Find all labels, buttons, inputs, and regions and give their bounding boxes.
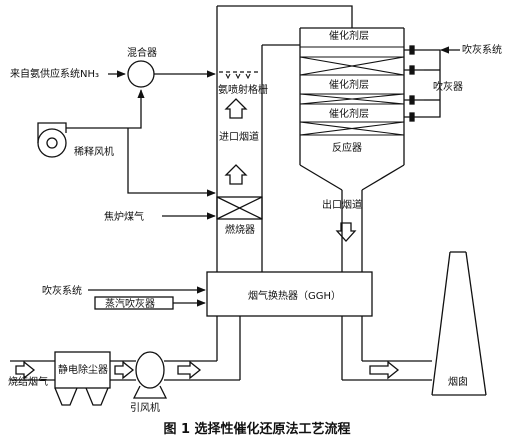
label-induced-fan: 引风机 [130, 401, 160, 414]
label-mixer: 混合器 [127, 46, 157, 59]
mixer [127, 60, 155, 88]
label-sinter-flue-gas: 烧结烟气 [8, 375, 48, 388]
label-catalyst-1: 催化剂层 [329, 29, 369, 42]
burner [216, 196, 263, 220]
fan-to-mixer-line [66, 89, 145, 129]
label-outlet-duct: 出口烟道 [322, 198, 362, 211]
label-chimney: 烟囱 [448, 375, 468, 388]
inlet-flow-arrow-upper [224, 98, 248, 119]
flow-arrow-4 [369, 360, 400, 380]
induced-fan [132, 351, 168, 399]
label-catalyst-3: 催化剂层 [329, 107, 369, 120]
label-burner: 燃烧器 [225, 223, 255, 236]
flow-arrow-1 [15, 360, 36, 380]
label-ammonia-grid: 氨喷射格栅 [218, 83, 268, 96]
coke-gas-branch-line [127, 128, 216, 197]
flow-arrow-2 [114, 360, 135, 380]
fan-to-ggh-duct [164, 316, 241, 381]
label-soot-system-left: 吹灰系统 [42, 284, 82, 297]
label-ggh: 烟气换热器（GGH） [248, 289, 341, 302]
reactor-body [299, 27, 405, 272]
esp [54, 351, 111, 406]
label-soot-blower-right: 吹灰器 [433, 80, 463, 93]
label-esp: 静电除尘器 [58, 363, 108, 376]
label-inlet-duct: 进口烟道 [219, 130, 259, 143]
label-steam-soot-blower: 蒸汽吹灰器 [105, 297, 155, 310]
label-reactor: 反应器 [332, 141, 362, 154]
ggh-to-chimney-duct [341, 316, 432, 381]
esp-to-fan-duct [110, 360, 136, 381]
figure-caption: 图 1 选择性催化还原法工艺流程 [163, 422, 351, 437]
dilution-fan [37, 122, 67, 158]
label-catalyst-2: 催化剂层 [329, 78, 369, 91]
catalyst-layers [299, 46, 405, 136]
ammonia-nozzles [225, 73, 251, 80]
outlet-flow-arrow [335, 222, 357, 242]
flow-arrow-3 [177, 360, 202, 380]
chimney [431, 251, 487, 396]
inlet-flow-arrow-lower [224, 164, 248, 185]
ggh-box [206, 271, 373, 317]
sinter-gas-duct [10, 360, 55, 381]
label-soot-system-right: 吹灰系统 [462, 43, 502, 56]
label-nh3-source: 来自氨供应系统NH₃ [10, 67, 99, 80]
soot-blower-valves [409, 45, 415, 122]
label-coke-gas: 焦炉煤气 [104, 210, 144, 223]
inlet-duct [216, 5, 353, 272]
label-dilution-fan: 稀释风机 [74, 145, 114, 158]
